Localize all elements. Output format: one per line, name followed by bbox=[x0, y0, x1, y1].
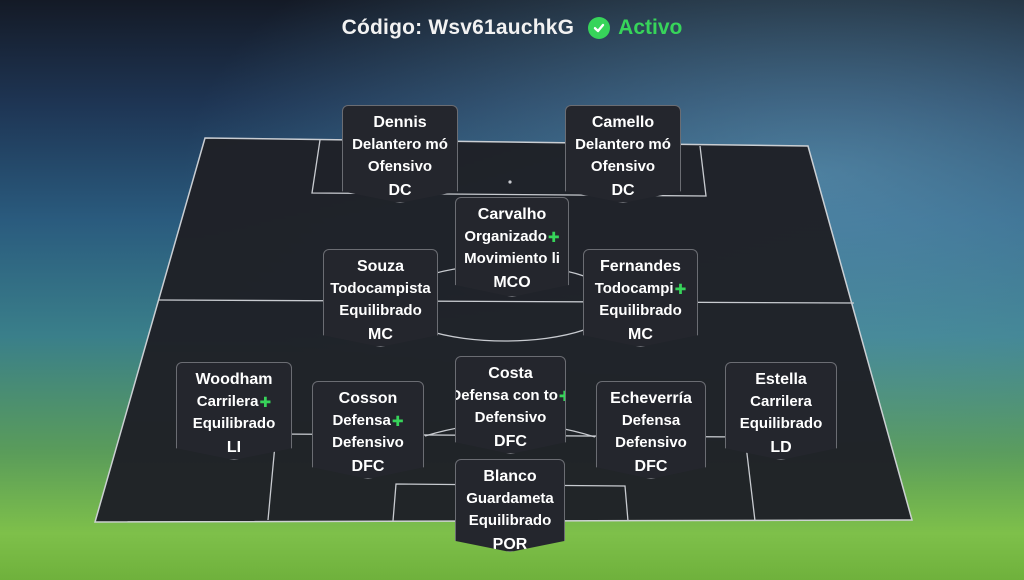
player-position: MCO bbox=[493, 274, 531, 291]
player-role: Guardameta bbox=[466, 490, 554, 507]
player-style: Equilibrado bbox=[468, 512, 552, 529]
player-role: Todocampi bbox=[594, 280, 674, 297]
player-style: Ofensivo bbox=[367, 158, 433, 175]
player-role: Delantero mó bbox=[352, 136, 448, 153]
check-circle-icon bbox=[588, 17, 611, 39]
plus-icon: ✚ bbox=[674, 281, 687, 297]
player-name: Costa bbox=[488, 365, 533, 382]
player-name: Souza bbox=[356, 258, 405, 275]
player-card-souza[interactable]: Souza Todocampista Equilibrado MC bbox=[323, 249, 438, 347]
player-position: LI bbox=[226, 439, 242, 456]
player-card-echeverria[interactable]: Echeverría Defensa Defensivo DFC bbox=[596, 381, 706, 479]
player-card-estella[interactable]: Estella Carrilera Equilibrado LD bbox=[725, 362, 837, 460]
player-style: Equilibrado bbox=[339, 302, 422, 319]
player-position: DFC bbox=[351, 458, 385, 475]
player-position: MC bbox=[628, 326, 653, 343]
plus-icon: ✚ bbox=[559, 385, 565, 407]
player-name: Camello bbox=[591, 114, 655, 131]
player-card-dennis[interactable]: Dennis Delantero mó Ofensivo DC bbox=[342, 105, 458, 203]
plus-icon: ✚ bbox=[547, 229, 560, 245]
player-style: Equilibrado bbox=[739, 415, 823, 432]
player-name: Estella bbox=[755, 371, 807, 388]
player-name: Carvalho bbox=[477, 206, 547, 223]
player-style: Defensivo bbox=[615, 434, 687, 451]
player-position: DC bbox=[611, 182, 635, 199]
player-role: Carrilera bbox=[750, 393, 812, 410]
player-style: Movimiento li bbox=[464, 250, 560, 267]
player-position: POR bbox=[492, 536, 528, 552]
player-name: Dennis bbox=[373, 114, 427, 131]
player-role: Defensa bbox=[621, 412, 681, 429]
player-role: Defensa con to bbox=[456, 387, 558, 404]
player-position: DFC bbox=[634, 458, 668, 475]
player-name: Blanco bbox=[483, 468, 537, 485]
plus-icon: ✚ bbox=[259, 394, 272, 410]
player-position: LD bbox=[770, 439, 792, 456]
player-role: Delantero mó bbox=[575, 136, 671, 153]
player-role: Carrilera bbox=[196, 393, 259, 410]
player-role: Todocampista bbox=[330, 280, 431, 297]
player-card-camello[interactable]: Camello Delantero mó Ofensivo DC bbox=[565, 105, 681, 203]
player-position: DC bbox=[388, 182, 412, 199]
player-card-costa[interactable]: Costa Defensa con to✚ Defensivo DFC bbox=[455, 356, 566, 454]
status-label: Activo bbox=[618, 16, 683, 39]
player-style: Equilibrado bbox=[192, 415, 276, 432]
lineup-header: Código: Wsv61auchkG Activo bbox=[0, 10, 1024, 46]
player-role: Organizado bbox=[464, 228, 547, 245]
player-position: DFC bbox=[494, 433, 527, 450]
player-card-cosson[interactable]: Cosson Defensa✚ Defensivo DFC bbox=[312, 381, 424, 479]
player-name: Cosson bbox=[338, 390, 398, 407]
share-code-label: Código: Wsv61auchkG bbox=[341, 16, 575, 39]
player-role: Defensa bbox=[332, 412, 391, 429]
player-card-fernandes[interactable]: Fernandes Todocampi✚ Equilibrado MC bbox=[583, 249, 698, 347]
player-name: Echeverría bbox=[610, 390, 692, 407]
plus-icon: ✚ bbox=[391, 413, 404, 429]
player-style: Defensivo bbox=[474, 409, 547, 426]
player-position: MC bbox=[368, 326, 393, 343]
player-style: Defensivo bbox=[332, 434, 404, 451]
player-card-blanco[interactable]: Blanco Guardameta Equilibrado POR bbox=[455, 459, 565, 552]
player-style: Ofensivo bbox=[590, 158, 656, 175]
player-card-carvalho[interactable]: Carvalho Organizado✚ Movimiento li MCO bbox=[455, 197, 569, 297]
player-card-woodham[interactable]: Woodham Carrilera✚ Equilibrado LI bbox=[176, 362, 292, 460]
player-style: Equilibrado bbox=[599, 302, 682, 319]
player-name: Fernandes bbox=[600, 258, 681, 275]
player-name: Woodham bbox=[195, 371, 273, 388]
status-indicator: Activo bbox=[588, 16, 682, 40]
